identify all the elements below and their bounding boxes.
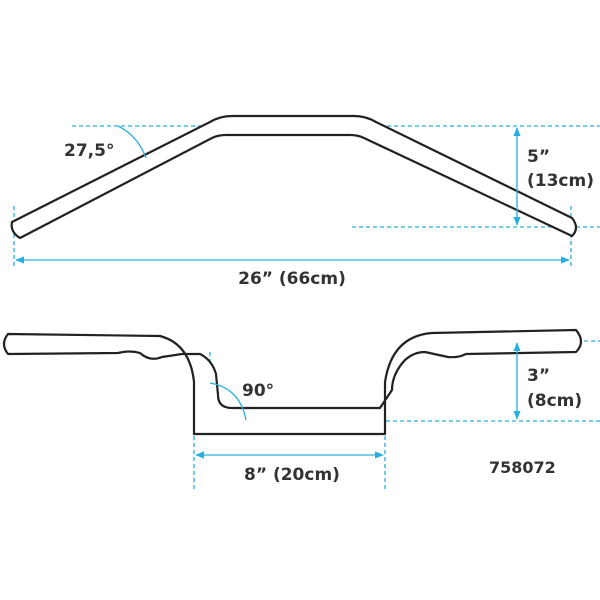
width-label: 8” (20cm)	[244, 465, 340, 485]
riser-bar-outline	[2, 328, 583, 436]
drag-bar-outline	[10, 114, 578, 240]
rise-inch-label: 5”	[527, 147, 550, 167]
side-view: 90° 3” (8cm) 8” (20cm)	[2, 328, 600, 490]
angle-label: 27,5°	[64, 141, 114, 161]
width-label: 26” (66cm)	[238, 269, 346, 289]
part-number: 758072	[489, 458, 556, 477]
angle-arc	[209, 382, 247, 421]
top-view: 27,5° 5” (13cm) 26” (66cm)	[10, 114, 600, 289]
angle-arc	[117, 125, 147, 159]
angle-label: 90°	[242, 381, 274, 401]
rise-cm-label: (8cm)	[527, 391, 582, 411]
rise-inch-label: 3”	[527, 366, 550, 386]
rise-cm-label: (13cm)	[527, 171, 594, 191]
